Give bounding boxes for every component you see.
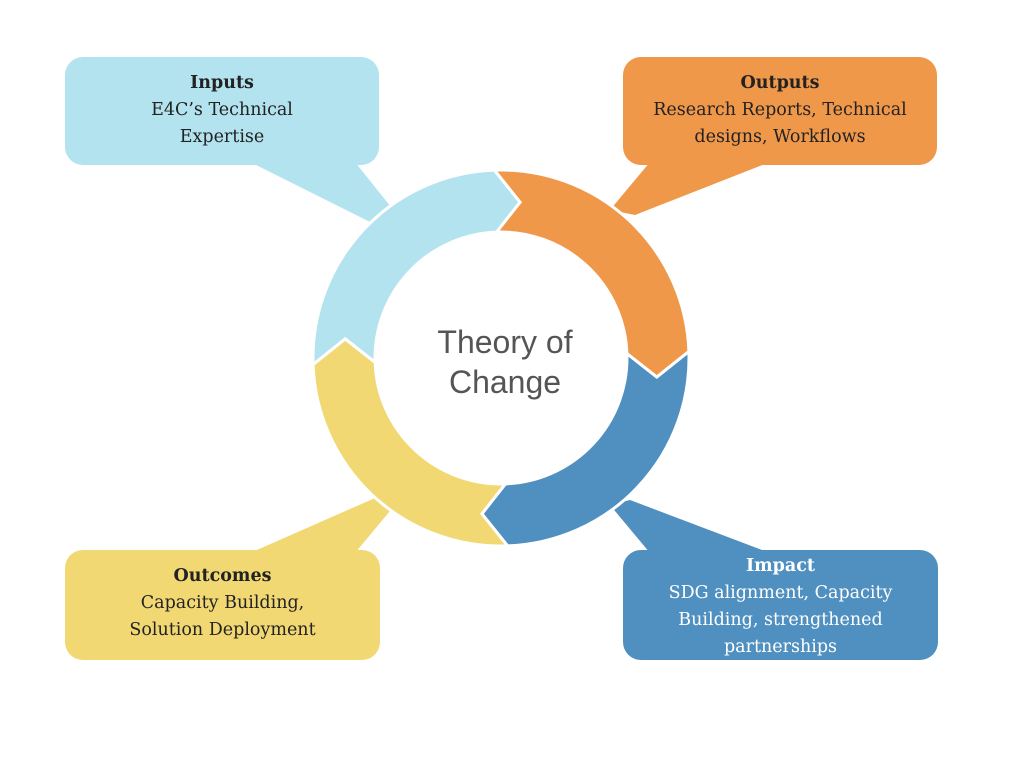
- impact-description: SDG alignment, Capacity Building, streng…: [668, 583, 893, 657]
- outcomes-callout: Outcomes Capacity Building, Solution Dep…: [65, 550, 380, 660]
- impact-pointer: [610, 500, 770, 553]
- inputs-description: E4C’s Technical Expertise: [151, 100, 293, 147]
- center-title-line1: Theory of: [437, 324, 573, 360]
- inputs-callout: Inputs E4C’s Technical Expertise: [65, 57, 379, 165]
- center-title-line2: Change: [448, 364, 562, 400]
- outputs-pointer: [610, 162, 770, 215]
- impact-callout: Impact SDG alignment, Capacity Building,…: [623, 550, 938, 660]
- inputs-title: Inputs: [190, 73, 254, 93]
- outcomes-ring-segment: [311, 336, 511, 548]
- center-title: Theory of Change: [400, 322, 610, 402]
- inputs-pointer: [250, 162, 395, 222]
- outcomes-description: Capacity Building, Solution Deployment: [129, 593, 316, 640]
- outputs-description: Research Reports, Technical designs, Wor…: [653, 100, 907, 147]
- outputs-title: Outputs: [740, 73, 820, 93]
- impact-title: Impact: [745, 556, 816, 576]
- outcomes-pointer: [250, 498, 395, 553]
- outcomes-title: Outcomes: [173, 566, 272, 586]
- outputs-callout: Outputs Research Reports, Technical desi…: [623, 57, 937, 165]
